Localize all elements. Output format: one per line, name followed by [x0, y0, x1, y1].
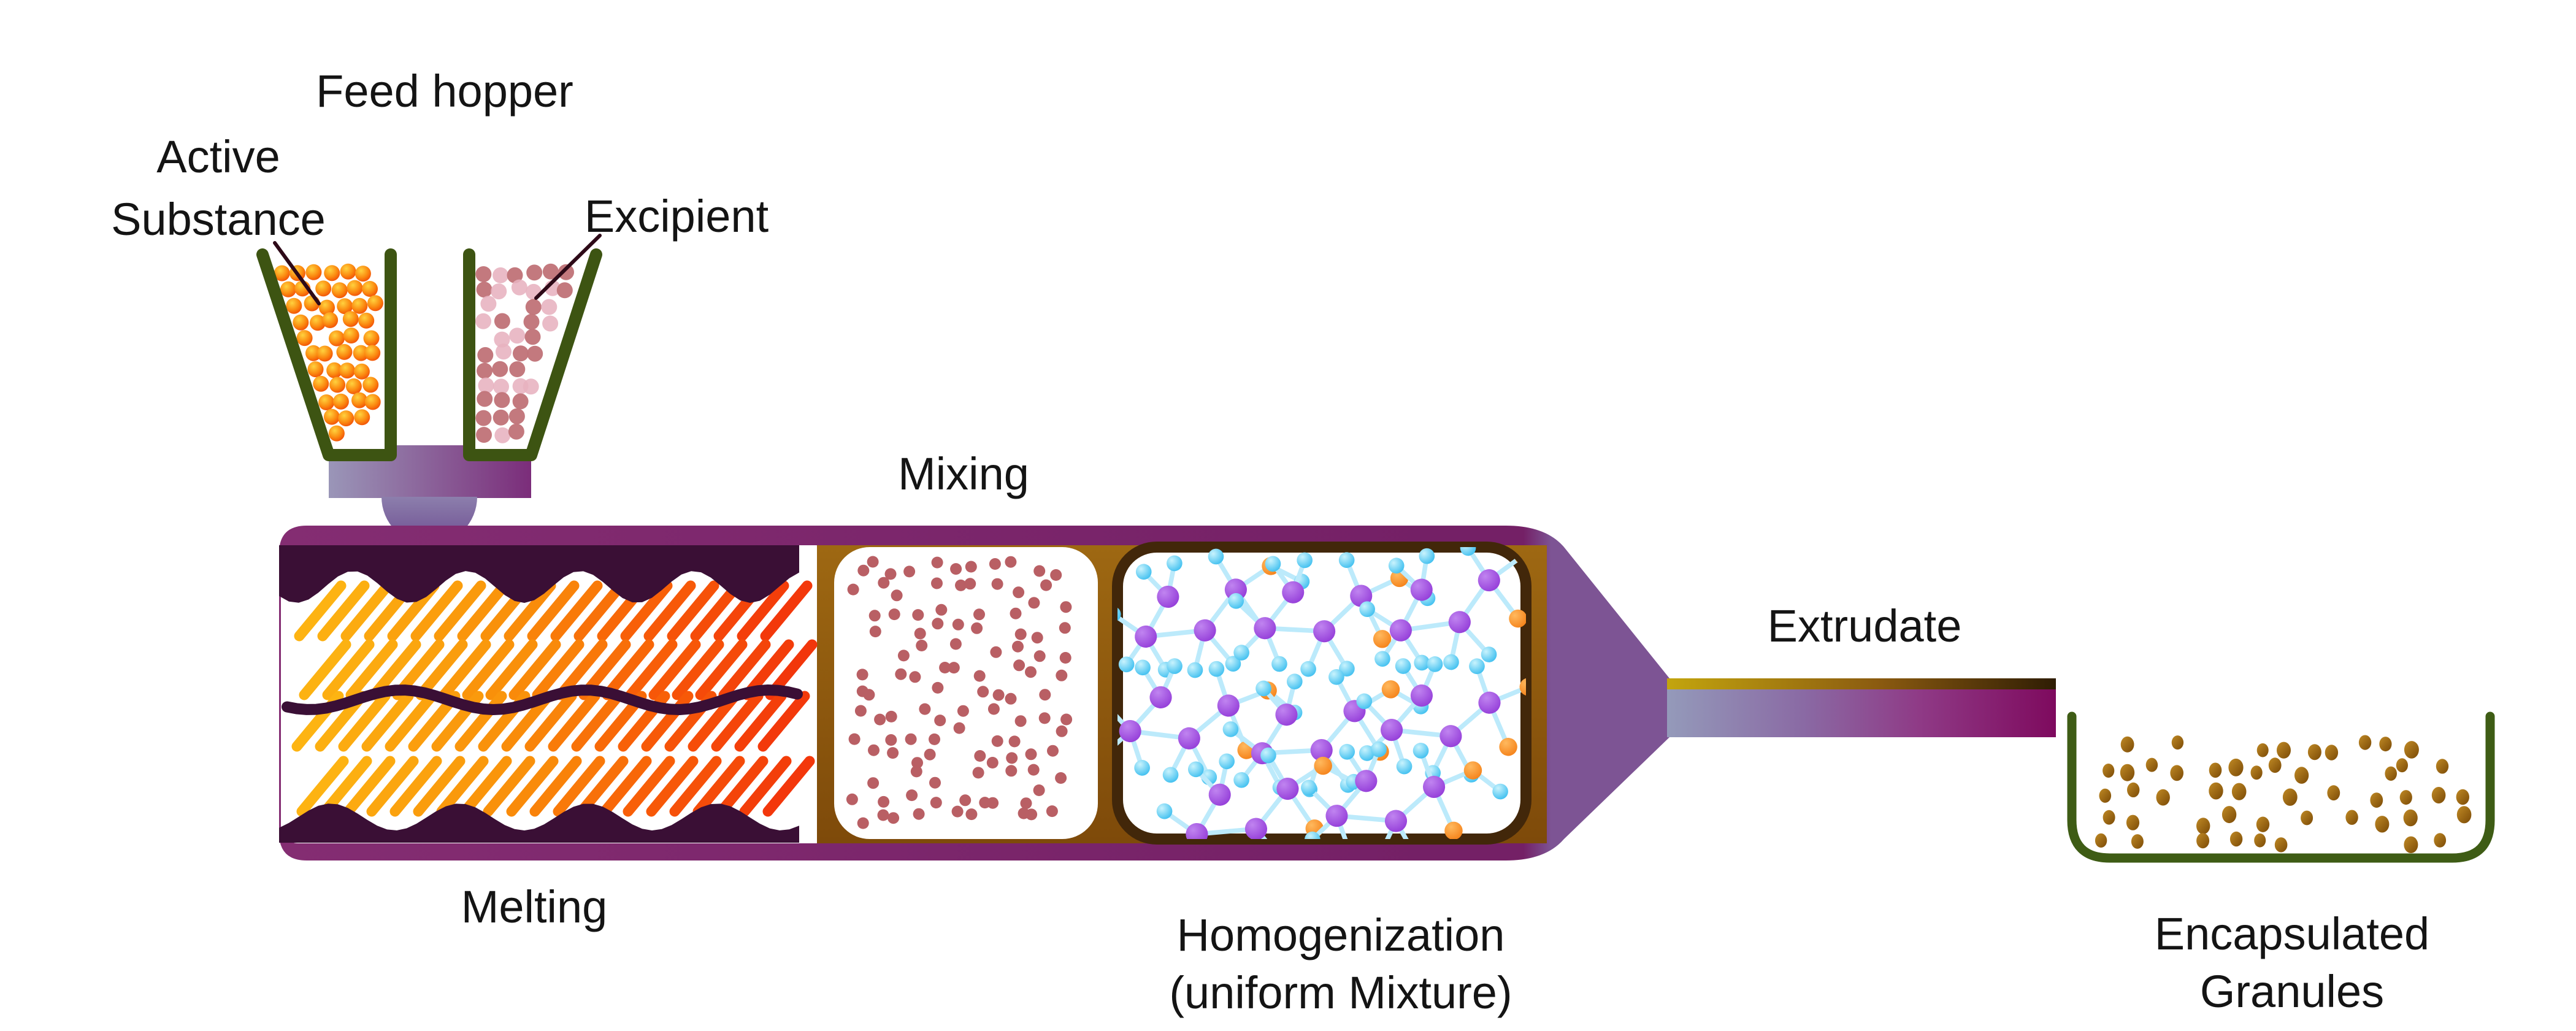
extrudate-die-strip — [1667, 678, 2056, 689]
label-active-substance-line1: Active — [156, 131, 280, 182]
label-homogenization-line2: (uniform Mixture) — [1169, 967, 1512, 1018]
funnel-excipient-outline — [463, 248, 602, 461]
label-feed-hopper: Feed hopper — [316, 66, 573, 117]
label-encapsulated-line1: Encapsulated — [2155, 908, 2429, 959]
homogenization-section — [1112, 542, 1531, 845]
granule-dish — [2067, 711, 2495, 863]
label-mixing: Mixing — [898, 448, 1029, 499]
active-substance-leader-line — [273, 241, 321, 305]
extrudate-bar — [1667, 689, 2056, 737]
excipient-leader-line — [534, 234, 602, 300]
label-homogenization-line1: Homogenization — [1177, 910, 1505, 960]
melt-wave-top — [279, 545, 799, 603]
screw-wave-line — [282, 684, 803, 715]
excipient-particles — [475, 263, 574, 443]
melt-wave-bottom — [279, 803, 799, 843]
label-melting: Melting — [461, 881, 608, 932]
funnel-active-outline — [256, 248, 397, 461]
melting-heat-dashes — [291, 580, 818, 817]
label-extrudate: Extrudate — [1768, 600, 1962, 651]
mixing-particles — [846, 556, 1073, 829]
label-active-substance-line2: Substance — [111, 194, 326, 245]
label-excipient: Excipient — [585, 191, 769, 242]
active-substance-particles — [274, 263, 383, 442]
encapsulated-granules-particles — [2095, 735, 2472, 854]
label-encapsulated-line2: Granules — [2200, 966, 2384, 1017]
